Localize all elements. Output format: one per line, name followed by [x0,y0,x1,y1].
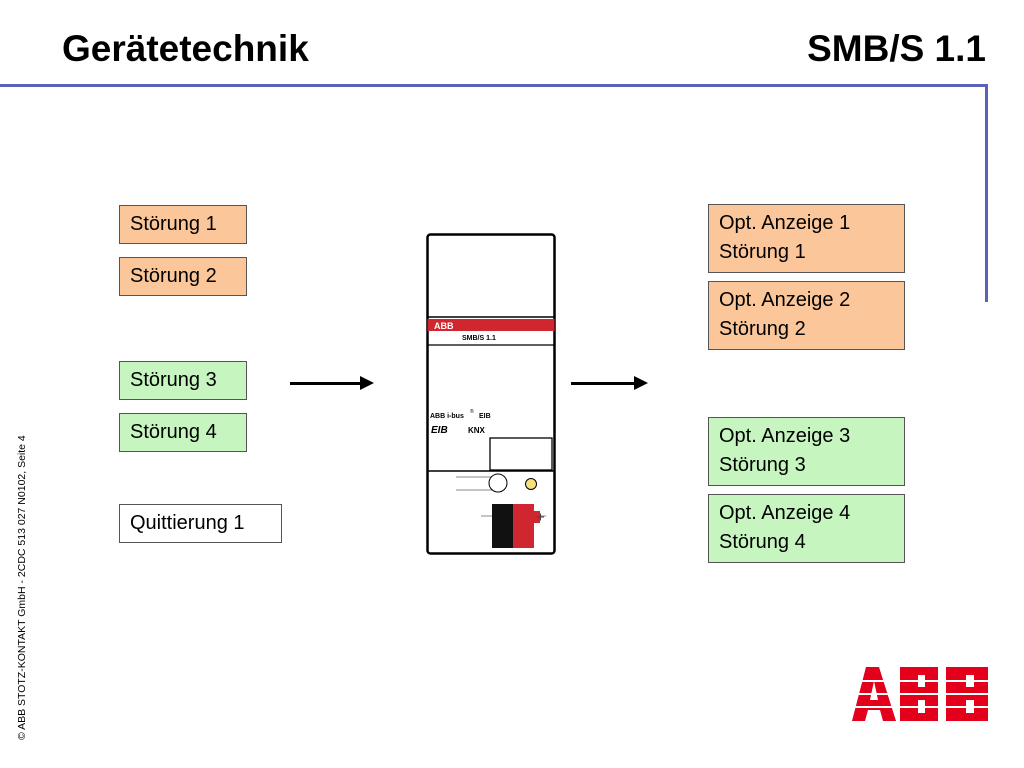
output-line1: Opt. Anzeige 1 [719,212,851,234]
input-label: Störung 3 [130,369,217,391]
output-line1: Opt. Anzeige 2 [719,289,851,311]
input-box-stoerung-4: Störung 4 [119,413,247,452]
output-box-anzeige-1: Opt. Anzeige 1 Störung 1 [708,204,905,273]
input-box-stoerung-2: Störung 2 [119,257,247,296]
bus-terminal-black [492,504,514,548]
knx-logo: KNX [468,426,486,435]
device-brand: ABB [434,321,454,331]
prog-button [488,473,508,493]
input-box-stoerung-1: Störung 1 [119,205,247,244]
input-label: Störung 4 [130,421,217,443]
header-rule [0,84,988,87]
output-line2: Störung 2 [719,318,806,340]
output-box-anzeige-2: Opt. Anzeige 2 Störung 2 [708,281,905,350]
device-model: SMB/S 1.1 [462,335,496,342]
bus-suffix: EIB [479,413,491,420]
eib-logo: EIB [431,425,448,436]
output-arrow [571,376,648,390]
prog-led [525,478,537,490]
registered-mark: ® [470,408,474,415]
output-line1: Opt. Anzeige 4 [719,502,851,524]
abb-logo [852,667,988,721]
bus-terminal-red [513,504,534,548]
copyright-note: © ABB STOTZ-KONTAKT GmbH - 2CDC 513 027 … [16,435,28,740]
input-label: Störung 2 [130,265,217,287]
input-arrow [290,376,374,390]
device-display [489,437,553,471]
smb-device: ABB SMB/S 1.1 ABB i-bus ® EIB EIB KNX [426,233,556,555]
side-rule [985,84,988,302]
output-line2: Störung 3 [719,454,806,476]
smb-device-drawing: ABB SMB/S 1.1 ABB i-bus ® EIB EIB KNX [426,233,556,555]
output-box-anzeige-4: Opt. Anzeige 4 Störung 4 [708,494,905,563]
input-label: Störung 1 [130,213,217,235]
output-box-anzeige-3: Opt. Anzeige 3 Störung 3 [708,417,905,486]
input-box-stoerung-3: Störung 3 [119,361,247,400]
output-line2: Störung 4 [719,531,806,553]
input-label: Quittierung 1 [130,512,245,534]
output-line1: Opt. Anzeige 3 [719,425,851,447]
brand-stripe [427,319,555,331]
bus-label: ABB i-bus [430,413,464,420]
output-line2: Störung 1 [719,241,806,263]
input-box-quittierung-1: Quittierung 1 [119,504,282,543]
device-model-title: SMB/S 1.1 [807,28,986,69]
page-title: Gerätetechnik [62,28,309,69]
